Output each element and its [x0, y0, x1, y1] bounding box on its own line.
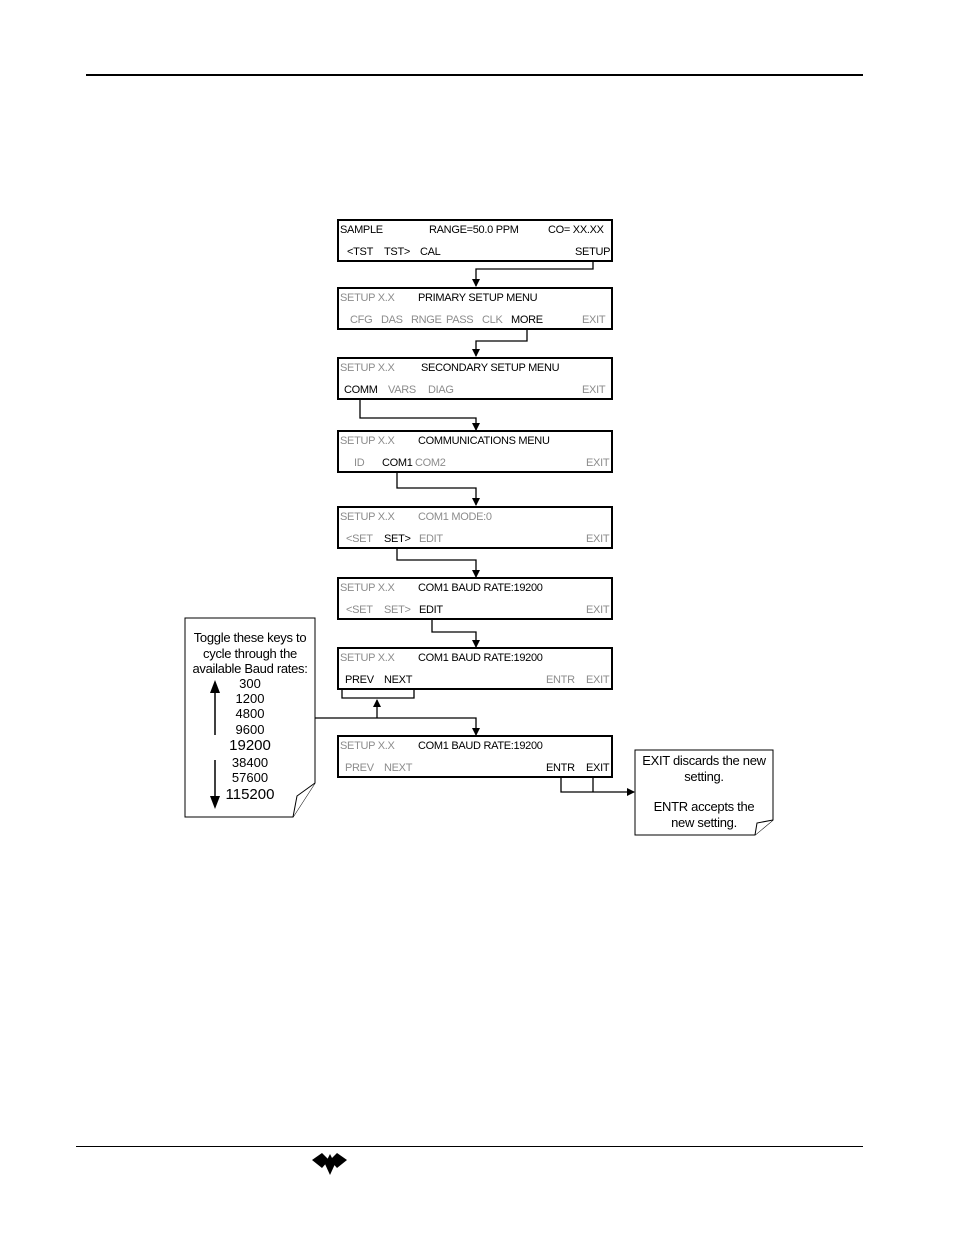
display-baud-rate-confirm: SETUP X.X COM1 BAUD RATE:19200 PREV NEXT… [337, 735, 613, 778]
down-arrow-icon [210, 796, 220, 809]
panel-left-label: SETUP X.X [340, 511, 395, 523]
arrow-entr-exit [560, 775, 635, 796]
panel-left-label: SETUP X.X [340, 740, 395, 752]
toggle-note: Toggle these keys to cycle through the a… [185, 630, 315, 677]
arrow-setup [472, 262, 594, 287]
key-exit[interactable]: EXIT [586, 762, 610, 774]
key-rnge[interactable]: RNGE [411, 314, 442, 326]
panel-title: COMMUNICATIONS MENU [418, 435, 550, 447]
key-cal[interactable]: CAL [420, 246, 441, 258]
panel-title: RANGE=50.0 PPM [429, 224, 519, 236]
display-secondary-setup: SETUP X.X SECONDARY SETUP MENU COMM VARS… [337, 357, 613, 400]
key-prev[interactable]: PREV [345, 762, 374, 774]
key-edit[interactable]: EDIT [419, 533, 443, 545]
baud-rate-38400: 38400 [231, 755, 269, 770]
key-com1[interactable]: COM1 [382, 457, 413, 469]
baud-rate-4800: 4800 [235, 706, 265, 721]
baud-rate-9600: 9600 [235, 722, 265, 737]
panel-title: SECONDARY SETUP MENU [421, 362, 560, 374]
panel-left-label: SETUP X.X [340, 582, 395, 594]
key-entr[interactable]: ENTR [546, 674, 575, 686]
exit-note-text: new setting. [671, 814, 737, 830]
key-setup[interactable]: SETUP [575, 246, 611, 258]
baud-rate-1200: 1200 [235, 691, 265, 706]
exit-note-text: accepts the [687, 799, 755, 814]
key-exit[interactable]: EXIT [586, 674, 610, 686]
panel-left-label: SAMPLE [340, 224, 383, 236]
panel-left-label: SETUP X.X [340, 435, 395, 447]
key-pass[interactable]: PASS [446, 314, 474, 326]
panel-title: COM1 MODE:0 [418, 511, 492, 523]
key-vars[interactable]: VARS [388, 384, 416, 396]
baud-rate-115200: 115200 [225, 786, 275, 803]
key-set-next[interactable]: SET> [384, 604, 411, 616]
toggle-note-line: cycle through the [203, 645, 297, 661]
baud-rate-19200: 19200 [229, 737, 271, 754]
up-arrow-icon [210, 680, 220, 693]
key-das[interactable]: DAS [381, 314, 403, 326]
display-primary-setup: SETUP X.X PRIMARY SETUP MENU CFG DAS RNG… [337, 287, 613, 330]
panel-title: COM1 BAUD RATE:19200 [418, 582, 543, 594]
key-set-next[interactable]: SET> [384, 533, 411, 545]
exit-key-label: EXIT [642, 753, 670, 768]
panel-title: PRIMARY SETUP MENU [418, 292, 538, 304]
panel-right-label: CO= XX.XX [548, 224, 604, 236]
exit-note-text: setting. [684, 768, 724, 784]
panel-left-label: SETUP X.X [340, 652, 395, 664]
arrow-note-link [315, 717, 480, 736]
key-set-prev[interactable]: <SET [346, 604, 373, 616]
toggle-note-line: available Baud rates: [192, 661, 308, 676]
key-diag[interactable]: DIAG [428, 384, 454, 396]
key-cfg[interactable]: CFG [350, 314, 373, 326]
exit-note: EXIT discards the new setting. ENTR acce… [635, 753, 773, 830]
key-entr[interactable]: ENTR [546, 762, 575, 774]
key-clk[interactable]: CLK [482, 314, 503, 326]
panel-title: COM1 BAUD RATE:19200 [418, 652, 543, 664]
key-more[interactable]: MORE [511, 314, 543, 326]
key-exit[interactable]: EXIT [586, 533, 610, 545]
key-exit[interactable]: EXIT [586, 457, 610, 469]
arrow-com1 [396, 469, 480, 506]
key-set-prev[interactable]: <SET [346, 533, 373, 545]
display-baud-rate-set: SETUP X.X COM1 BAUD RATE:19200 <SET SET>… [337, 577, 613, 620]
panel-left-label: SETUP X.X [340, 362, 395, 374]
bracket-prev-next [341, 687, 415, 699]
key-comm[interactable]: COMM [344, 384, 378, 396]
key-edit[interactable]: EDIT [419, 604, 443, 616]
key-tst-next[interactable]: TST> [384, 246, 410, 258]
display-sample: SAMPLE RANGE=50.0 PPM CO= XX.XX <TST TST… [337, 219, 613, 262]
key-next[interactable]: NEXT [384, 674, 413, 686]
display-communications-menu: SETUP X.X COMMUNICATIONS MENU ID COM1 CO… [337, 430, 613, 473]
exit-note-text: discards the new [669, 753, 766, 768]
footer-rule [76, 1146, 863, 1147]
arrow-comm [359, 398, 480, 431]
header-rule [86, 74, 863, 76]
key-exit[interactable]: EXIT [586, 604, 610, 616]
key-next[interactable]: NEXT [384, 762, 413, 774]
key-com2[interactable]: COM2 [415, 457, 446, 469]
key-exit[interactable]: EXIT [582, 314, 606, 326]
panel-title: COM1 BAUD RATE:19200 [418, 740, 543, 752]
baud-rate-300: 300 [239, 676, 261, 691]
display-baud-rate-edit: SETUP X.X COM1 BAUD RATE:19200 PREV NEXT… [337, 647, 613, 690]
entr-key-label: ENTR [653, 799, 689, 814]
key-exit[interactable]: EXIT [582, 384, 606, 396]
exit-note-fold [754, 819, 774, 836]
key-tst-prev[interactable]: <TST [347, 246, 373, 258]
panel-left-label: SETUP X.X [340, 292, 395, 304]
toggle-note-line: Toggle these keys to [193, 630, 307, 645]
arrow-more [472, 330, 528, 357]
key-prev[interactable]: PREV [345, 674, 374, 686]
display-com1-mode: SETUP X.X COM1 MODE:0 <SET SET> EDIT EXI… [337, 506, 613, 549]
arrow-set [396, 545, 480, 578]
baud-rate-57600: 57600 [231, 770, 269, 785]
arrow-edit [431, 617, 480, 648]
toggle-note-fold [292, 782, 316, 818]
key-id[interactable]: ID [354, 457, 365, 469]
